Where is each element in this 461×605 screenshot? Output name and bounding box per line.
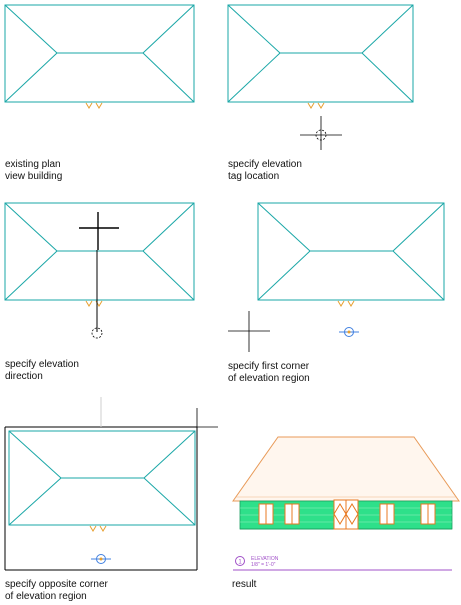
crosshair-cursor: [228, 311, 270, 352]
caption-tag-location: specify elevation tag location: [228, 159, 302, 182]
elevation-tag-marker: [85, 102, 103, 109]
caption-existing-plan: existing plan view building: [5, 159, 63, 182]
roof-plan: [4, 4, 195, 103]
selection-rectangle: [4, 397, 198, 571]
elevation-tag-marker: [89, 525, 107, 532]
roof-plan: [8, 430, 196, 526]
elevation-tag-marker: [337, 300, 355, 307]
roof-plan: [257, 202, 445, 301]
elevation-tag-scale: 1/8" = 1'-0": [251, 562, 276, 568]
panel-first-corner: [228, 202, 445, 352]
roof-plan: [4, 202, 195, 301]
elevation-windows: [258, 503, 436, 525]
elevation-roof: [232, 436, 460, 502]
panel-opposite-corner: [4, 397, 218, 571]
caption-opposite-corner: specify opposite corner of elevation reg…: [5, 579, 108, 602]
panel-tag-location: [227, 4, 414, 150]
elevation-tag-marker: [307, 102, 325, 109]
elevation-tag: 1 ELEVATION 1/8" = 1'-0": [233, 556, 452, 571]
elevation-tag-symbol: [339, 327, 359, 337]
elevation-tag-marker: [85, 300, 103, 307]
elevation-entry-door: [333, 499, 359, 530]
panel-existing-plan: [4, 4, 195, 109]
caption-first-corner: specify first corner of elevation region: [228, 361, 310, 384]
svg-text:1: 1: [238, 560, 242, 566]
elevation-tag-title: ELEVATION: [251, 556, 279, 562]
caption-direction: specify elevation direction: [5, 359, 79, 382]
roof-plan: [227, 4, 414, 103]
crosshair-cursor: [79, 212, 119, 339]
caption-result: result: [232, 579, 257, 590]
panel-result: 1 ELEVATION 1/8" = 1'-0": [232, 436, 460, 571]
elevation-tag-symbol: [91, 554, 111, 564]
crosshair-cursor: [176, 408, 218, 448]
crosshair-cursor: [300, 116, 342, 150]
panel-direction: [4, 202, 195, 339]
